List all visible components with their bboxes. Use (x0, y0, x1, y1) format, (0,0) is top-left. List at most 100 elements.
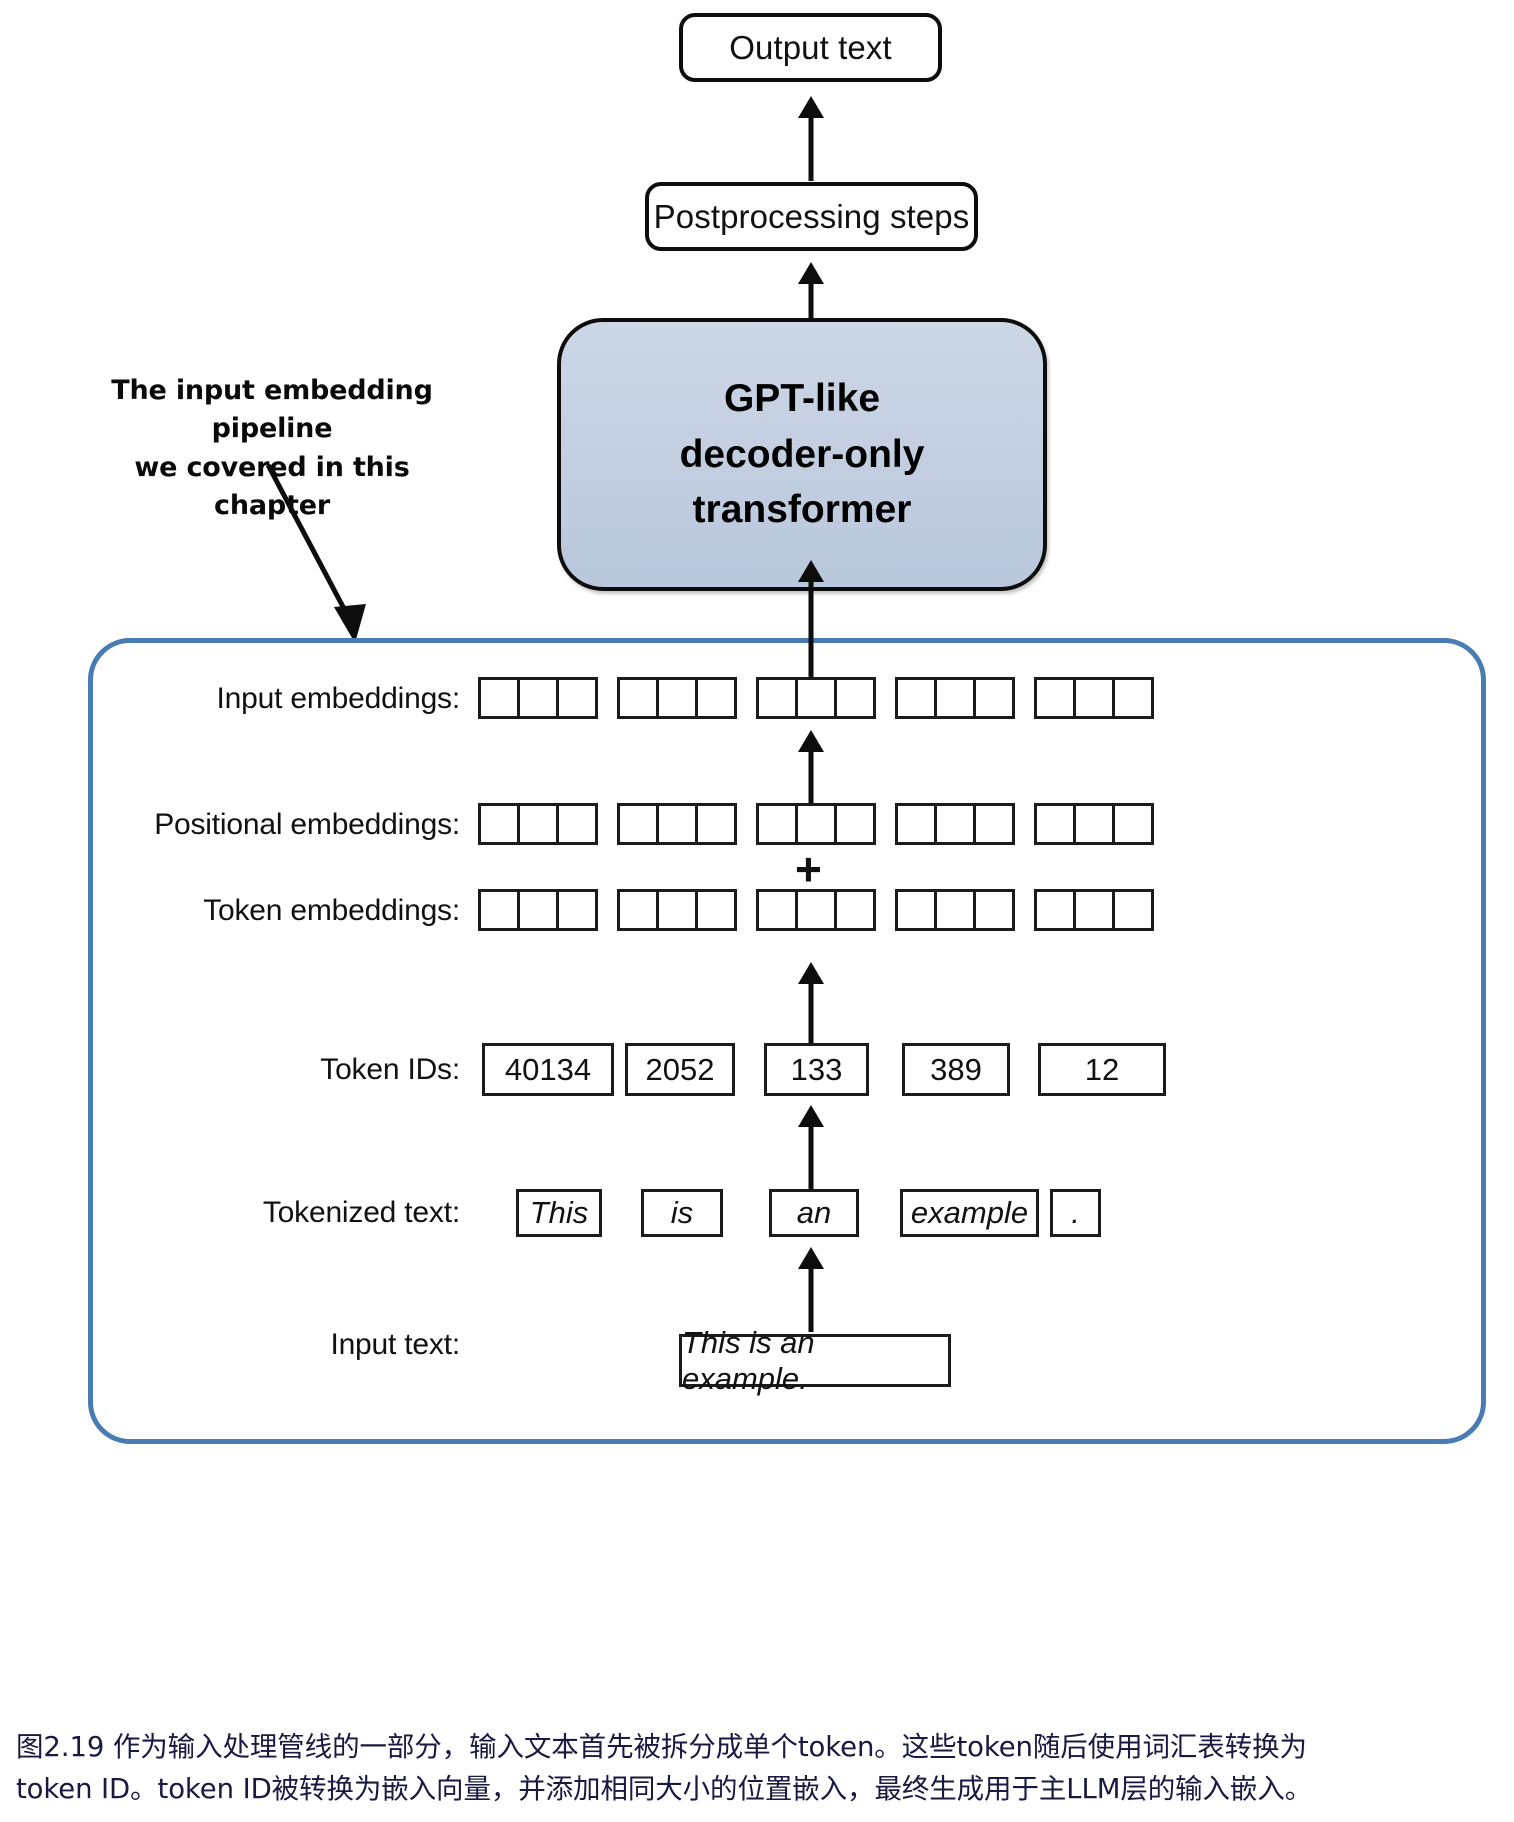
arrow-transformer-to-postprocessing (796, 262, 826, 322)
positional-embeddings-label: Positional embeddings: (154, 808, 460, 841)
token-id-box-3: 133 (764, 1043, 869, 1096)
input-embedding-pipeline-container (88, 638, 1486, 1444)
input-embeddings-group-4 (895, 677, 1015, 719)
arrow-head (798, 560, 824, 582)
arrow-shaft (808, 748, 814, 808)
figure-caption-line-2: token ID。token ID被转换为嵌入向量，并添加相同大小的位置嵌入，最… (16, 1772, 1313, 1805)
embedding-cell (656, 889, 698, 931)
tokenized-text-value: . (1071, 1195, 1080, 1230)
token-id-box-2: 2052 (625, 1043, 735, 1096)
token-embeddings-group-1 (478, 889, 598, 931)
embedding-cell (1034, 803, 1076, 845)
embedding-cell (934, 889, 976, 931)
transformer-line-3: transformer (692, 488, 912, 532)
embedding-cell (895, 677, 937, 719)
token-id-value: 133 (790, 1051, 843, 1087)
token-id-value: 2052 (645, 1051, 715, 1087)
embedding-cell (1034, 677, 1076, 719)
embedding-cell (795, 803, 837, 845)
embedding-cell (895, 803, 937, 845)
embedding-cell (695, 803, 737, 845)
embedding-cell (834, 803, 876, 845)
arrow-head (798, 96, 824, 118)
token-id-box-5: 12 (1038, 1043, 1166, 1096)
tokenized-text-value: example (910, 1195, 1029, 1230)
embedding-cell (795, 677, 837, 719)
input-text-label: Input text: (330, 1328, 460, 1361)
arrow-shaft (808, 280, 814, 322)
tokenized-text-value: an (796, 1195, 832, 1230)
input-embeddings-group-1 (478, 677, 598, 719)
input-text-box: This is an example. (679, 1325, 951, 1396)
embedding-cell (617, 889, 659, 931)
arrow-head (798, 1247, 824, 1269)
positional-embeddings-group-5 (1034, 803, 1154, 845)
embedding-cell (556, 889, 598, 931)
embedding-cell (517, 889, 559, 931)
arrow-sum-to-input-embeddings (796, 730, 826, 808)
token-id-value: 12 (1084, 1051, 1120, 1087)
token-id-value: 389 (930, 1051, 982, 1087)
figure-caption: 图2.19 作为输入处理管线的一部分，输入文本首先被拆分成单个token。这些t… (16, 1727, 1506, 1811)
token-embeddings-group-2 (617, 889, 737, 931)
embedding-cell (556, 677, 598, 719)
embedding-cell (756, 889, 798, 931)
postprocessing-steps-box: Postprocessing steps (645, 182, 978, 251)
tokenized-text-value: is (670, 1195, 694, 1230)
embedding-cell (1112, 803, 1154, 845)
arrow-tokenized-to-token-ids (796, 1105, 826, 1190)
embedding-cell (617, 803, 659, 845)
embedding-cell (834, 889, 876, 931)
arrow-embeddings-to-transformer (796, 560, 826, 690)
add-operator: + (795, 843, 822, 895)
arrow-shaft (808, 578, 814, 690)
embedding-cell (1112, 677, 1154, 719)
arrow-input-text-to-tokenized (796, 1247, 826, 1332)
tokenized-text-label: Tokenized text: (262, 1196, 460, 1229)
embedding-cell (556, 803, 598, 845)
embedding-cell (656, 677, 698, 719)
embedding-cell (973, 889, 1015, 931)
gpt-decoder-transformer-box: GPT-like decoder-only transformer (557, 318, 1047, 591)
input-embeddings-group-3 (756, 677, 876, 719)
token-id-box-4: 389 (902, 1043, 1010, 1096)
token-id-box-1: 40134 (482, 1043, 614, 1096)
embedding-cell (1073, 889, 1115, 931)
pipeline-annotation-line-1: The input embedding pipeline (111, 375, 433, 445)
output-text-box: Output text (679, 13, 942, 82)
token-embeddings-group-3 (756, 889, 876, 931)
embedding-cell (1073, 677, 1115, 719)
tokenized-text-box-2: is (641, 1189, 723, 1237)
token-embeddings-label: Token embeddings: (203, 894, 460, 927)
postprocessing-steps-label: Postprocessing steps (653, 197, 970, 235)
embedding-cell (517, 803, 559, 845)
tokenized-text-value: This (529, 1195, 589, 1230)
arrow-shaft (808, 980, 814, 1052)
positional-embeddings-group-1 (478, 803, 598, 845)
embedding-cell (1073, 803, 1115, 845)
positional-embeddings-group-4 (895, 803, 1015, 845)
positional-embeddings-group-3 (756, 803, 876, 845)
arrow-head (798, 962, 824, 984)
token-id-value: 40134 (504, 1051, 592, 1087)
arrow-shaft (808, 1265, 814, 1332)
embedding-cell (1034, 889, 1076, 931)
arrow-head (798, 1105, 824, 1127)
transformer-line-2: decoder-only (679, 432, 925, 476)
tokenized-text-box-3: an (769, 1189, 859, 1237)
embedding-cell (973, 677, 1015, 719)
embedding-cell (695, 677, 737, 719)
embedding-cell (1112, 889, 1154, 931)
token-ids-label: Token IDs: (320, 1053, 460, 1086)
positional-embeddings-group-2 (617, 803, 737, 845)
arrow-token-ids-to-token-embeddings (796, 962, 826, 1052)
annotation-arrow (265, 463, 366, 643)
embedding-cell (517, 677, 559, 719)
tokenized-text-box-4: example (900, 1189, 1039, 1237)
input-text-value: This is an example. (682, 1324, 815, 1396)
embedding-cell (617, 677, 659, 719)
token-embeddings-group-4 (895, 889, 1015, 931)
embedding-cell (656, 803, 698, 845)
embedding-cell (934, 677, 976, 719)
